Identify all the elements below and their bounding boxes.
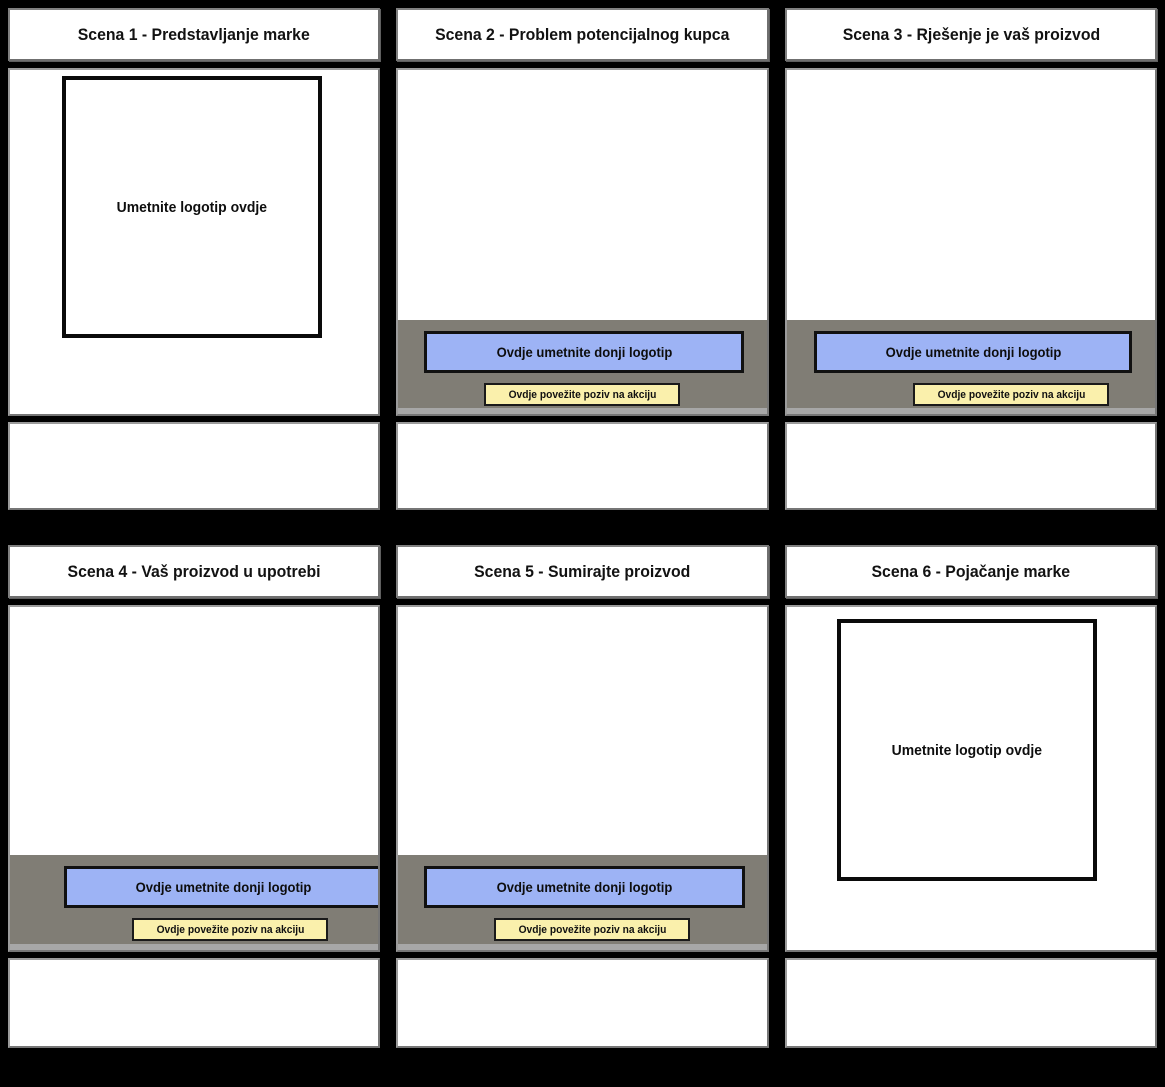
logo-placeholder-label-6: Umetnite logotip ovdje <box>891 741 1043 759</box>
scene-canvas-6[interactable]: Umetnite logotip ovdje <box>785 605 1157 952</box>
scene-canvas-2[interactable]: Ovdje umetnite donji logotip Ovdje povež… <box>396 68 769 416</box>
action-bar-edge-5 <box>398 944 767 950</box>
cta-label-2: Ovdje povežite poziv na akciju <box>508 388 656 401</box>
storyboard-panel-scene-1[interactable]: Scena 1 - Predstavljanje marke Umetnite … <box>0 8 388 520</box>
scene-title-bar-4[interactable]: Scena 4 - Vaš proizvod u upotrebi <box>8 545 380 598</box>
bottom-logo-button-2[interactable]: Ovdje umetnite donji logotip <box>424 331 744 373</box>
storyboard-panel-scene-3[interactable]: Scena 3 - Rješenje je vaš proizvod Ovdje… <box>777 8 1165 520</box>
scene-title-6: Scena 6 - Pojačanje marke <box>871 561 1071 581</box>
scene-title-3: Scena 3 - Rješenje je vaš proizvod <box>842 24 1100 44</box>
scene-caption-box-4[interactable] <box>8 958 380 1048</box>
scene-caption-text-2 <box>398 424 767 448</box>
scene-action-bar-3: Ovdje umetnite donji logotip Ovdje povež… <box>787 320 1155 414</box>
storyboard-row-2: Scena 4 - Vaš proizvod u upotrebi Ovdje … <box>0 545 1165 1079</box>
bottom-logo-label-4: Ovdje umetnite donji logotip <box>135 879 311 895</box>
scene-canvas-4[interactable]: Ovdje umetnite donji logotip Ovdje povež… <box>8 605 380 952</box>
storyboard-panel-scene-2[interactable]: Scena 2 - Problem potencijalnog kupca Ov… <box>388 8 777 520</box>
scene-canvas-3[interactable]: Ovdje umetnite donji logotip Ovdje povež… <box>785 68 1157 416</box>
scene-title-4: Scena 4 - Vaš proizvod u upotrebi <box>67 561 321 581</box>
storyboard-panel-scene-5[interactable]: Scena 5 - Sumirajte proizvod Ovdje umetn… <box>388 545 777 1079</box>
scene-action-bar-4: Ovdje umetnite donji logotip Ovdje povež… <box>10 855 378 950</box>
scene-caption-box-2[interactable] <box>396 422 769 510</box>
cta-label-3: Ovdje povežite poziv na akciju <box>937 388 1085 401</box>
scene-caption-box-3[interactable] <box>785 422 1157 510</box>
scene-title-bar-3[interactable]: Scena 3 - Rješenje je vaš proizvod <box>785 8 1157 61</box>
action-bar-edge-2 <box>398 408 767 414</box>
scene-caption-text-6 <box>787 960 1155 984</box>
logo-placeholder-box-1[interactable]: Umetnite logotip ovdje <box>62 76 322 338</box>
cta-label-5: Ovdje povežite poziv na akciju <box>518 923 666 936</box>
scene-action-bar-5: Ovdje umetnite donji logotip Ovdje povež… <box>398 855 767 950</box>
scene-canvas-5[interactable]: Ovdje umetnite donji logotip Ovdje povež… <box>396 605 769 952</box>
scene-caption-text-3 <box>787 424 1155 448</box>
scene-artboard-1[interactable]: Umetnite logotip ovdje <box>10 70 378 414</box>
scene-caption-box-1[interactable] <box>8 422 380 510</box>
storyboard-panel-scene-4[interactable]: Scena 4 - Vaš proizvod u upotrebi Ovdje … <box>0 545 388 1079</box>
bottom-logo-label-3: Ovdje umetnite donji logotip <box>885 344 1061 360</box>
scene-caption-text-5 <box>398 960 767 984</box>
scene-title-1: Scena 1 - Predstavljanje marke <box>77 24 311 44</box>
scene-caption-box-5[interactable] <box>396 958 769 1048</box>
bottom-logo-button-3[interactable]: Ovdje umetnite donji logotip <box>814 331 1132 373</box>
scene-caption-text-4 <box>10 960 378 984</box>
action-bar-edge-4 <box>10 944 378 950</box>
storyboard-panel-scene-6[interactable]: Scena 6 - Pojačanje marke Umetnite logot… <box>777 545 1165 1079</box>
bottom-logo-button-4[interactable]: Ovdje umetnite donji logotip <box>64 866 378 908</box>
cta-button-4[interactable]: Ovdje povežite poziv na akciju <box>132 918 328 941</box>
scene-artboard-6[interactable]: Umetnite logotip ovdje <box>787 607 1155 950</box>
cta-label-4: Ovdje povežite poziv na akciju <box>156 923 304 936</box>
scene-title-bar-5[interactable]: Scena 5 - Sumirajte proizvod <box>396 545 769 598</box>
scene-canvas-1[interactable]: Umetnite logotip ovdje <box>8 68 380 416</box>
scene-action-bar-2: Ovdje umetnite donji logotip Ovdje povež… <box>398 320 767 414</box>
cta-button-3[interactable]: Ovdje povežite poziv na akciju <box>913 383 1109 406</box>
scene-caption-text-1 <box>10 424 378 448</box>
storyboard-row-1: Scena 1 - Predstavljanje marke Umetnite … <box>0 8 1165 520</box>
logo-placeholder-box-6[interactable]: Umetnite logotip ovdje <box>837 619 1097 881</box>
logo-placeholder-label-1: Umetnite logotip ovdje <box>116 198 268 216</box>
scene-caption-box-6[interactable] <box>785 958 1157 1048</box>
bottom-logo-label-5: Ovdje umetnite donji logotip <box>496 879 673 895</box>
scene-title-5: Scena 5 - Sumirajte proizvod <box>474 561 691 581</box>
bottom-logo-label-2: Ovdje umetnite donji logotip <box>496 344 672 360</box>
bottom-logo-button-5[interactable]: Ovdje umetnite donji logotip <box>424 866 745 908</box>
cta-button-5[interactable]: Ovdje povežite poziv na akciju <box>494 918 690 941</box>
scene-title-bar-2[interactable]: Scena 2 - Problem potencijalnog kupca <box>396 8 769 61</box>
cta-button-2[interactable]: Ovdje povežite poziv na akciju <box>484 383 680 406</box>
action-bar-edge-3 <box>787 408 1155 414</box>
scene-title-2: Scena 2 - Problem potencijalnog kupca <box>435 24 730 44</box>
scene-title-bar-1[interactable]: Scena 1 - Predstavljanje marke <box>8 8 380 61</box>
scene-title-bar-6[interactable]: Scena 6 - Pojačanje marke <box>785 545 1157 598</box>
